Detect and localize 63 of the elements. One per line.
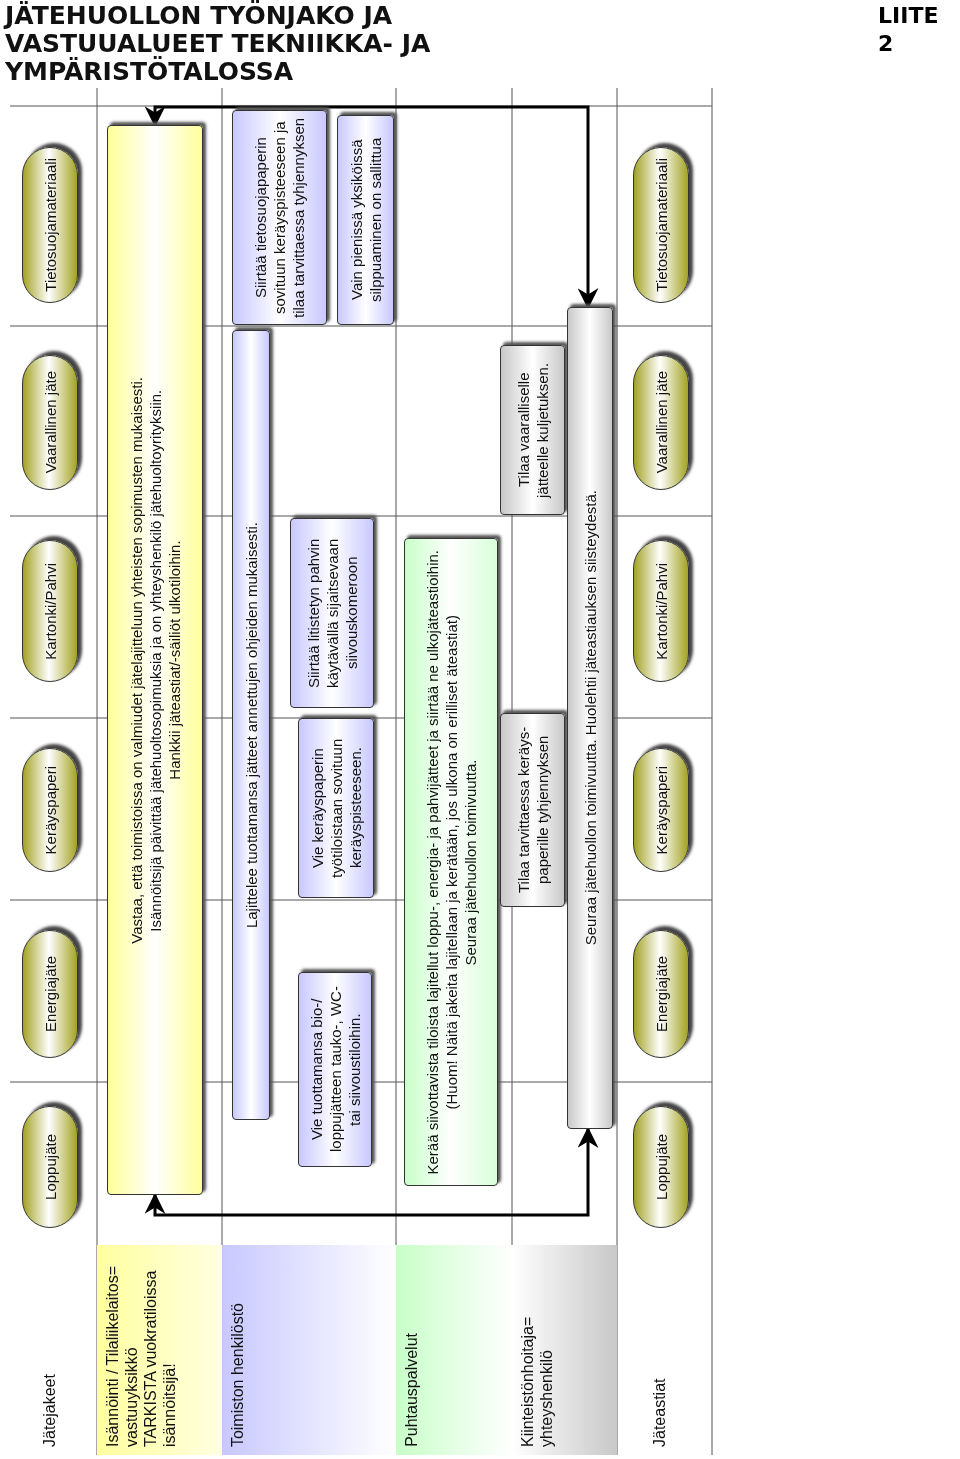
lane-header-text: Isännöinti / Tilaliikelaitos= vastuuyksikkö <box>103 1265 141 1447</box>
waste-type-pill <box>22 540 78 682</box>
lane-header-text: Toimiston henkilöstö <box>228 1302 247 1447</box>
lane-header <box>222 1245 396 1455</box>
process-text: Siirtää litistetyn pahvin käytävällä sijaitsevaan siivouskomeroon <box>303 537 361 690</box>
process-box <box>567 307 613 1129</box>
process-text: Kerää siivottavista tiloista lajitellut loppu-, energia- ja pahvijätteet ja siirtää ne ulkojäteastioihin. <box>422 549 442 1175</box>
waste-type-text: Vaarallinen jäte <box>651 371 671 474</box>
process-box <box>500 713 565 907</box>
process-text: Hankkii jäteastiat/-säiliöt ulkotiloihin. <box>164 539 184 782</box>
process-text: Tilaa tarvittaessa keräys- paperille tyhjennyksen <box>513 725 552 896</box>
title: JÄTEHUOLLON TYÖNJAKO JA VASTUUALUEET TEKNIIKKA- JA YMPÄRISTÖTALOSSA <box>5 2 432 86</box>
waste-type-pill <box>633 1106 689 1228</box>
lane-header-text: Jätejakeet <box>40 1373 59 1447</box>
waste-type-text: Loppujäte <box>40 1134 60 1200</box>
annex-label: LIITE 2 <box>878 2 940 58</box>
process-text: Vie tuottamansa bio-/ loppujätteen tauko-, WC- tai siivoustiloihin. <box>306 985 364 1155</box>
process-text: Seuraa jätehuollon toimivuutta. Huolehtii jäteastiauksen siisteydestä. <box>580 490 600 946</box>
process-box <box>298 718 374 898</box>
waste-type-pill <box>22 355 78 490</box>
waste-type-text: Vaarallinen jäte <box>40 371 60 474</box>
waste-type-text: Energiajäte <box>40 956 60 1032</box>
process-box <box>337 115 394 325</box>
process-box <box>232 110 327 325</box>
lane-header-text: TARKISTA vuokratiloissa isännöitsijä! <box>141 1269 179 1447</box>
waste-type-pill <box>22 748 78 872</box>
process-text: Seuraa jätehuollon toimivuutta. <box>460 758 480 967</box>
waste-type-pill <box>633 930 689 1058</box>
waste-type-pill <box>22 930 78 1058</box>
waste-type-text: Kartonki/Pahvi <box>40 562 60 660</box>
process-box <box>232 330 270 1120</box>
waste-type-pill <box>633 147 689 303</box>
waste-type-text: Loppujäte <box>651 1134 671 1200</box>
waste-type-text: Kartonki/Pahvi <box>651 562 671 660</box>
process-text: Vastaa, että toimistoissa on valmiudet jätelajitteluun yhteisten sopimusten mukaisesti. <box>126 376 146 944</box>
process-text: Siirtää tietosuojapaperin sovituun keräyspisteeseen ja tilaa tarvittaessa tyhjennyksen <box>251 117 308 318</box>
waste-type-pill <box>633 355 689 490</box>
process-text: Vie keräyspaperin työtiloistaan sovituun keräyspisteeseen. <box>307 737 365 880</box>
process-box <box>107 125 203 1195</box>
lane-header <box>396 1245 512 1455</box>
lane-header-text: Puhtauspalvelut <box>402 1333 421 1447</box>
waste-type-pill <box>22 1106 78 1228</box>
process-box <box>290 518 374 708</box>
lane-header <box>97 1245 222 1455</box>
waste-type-pill <box>22 147 78 303</box>
process-text: Tilaa vaaralliselle jätteelle kuljetuksen. <box>513 361 552 501</box>
waste-type-pill <box>633 540 689 682</box>
waste-type-text: Energiajäte <box>651 956 671 1032</box>
lane-header-text: Jäteastiat <box>650 1377 669 1447</box>
process-box <box>404 538 498 1186</box>
process-text: Lajittelee tuottamansa jätteet annettujen ohjeiden mukaisesti. <box>241 521 261 929</box>
waste-type-text: Keräyspaperi <box>40 765 60 855</box>
waste-type-text: Keräyspaperi <box>651 765 671 855</box>
process-box <box>298 972 372 1167</box>
waste-type-text: Tietosuojamateriaali <box>651 158 671 292</box>
process-text: Isännöitsijä päivittää jätehuoltosopimuksia ja on yhteyshenkilö jätehuoltoyrityksiin. <box>145 388 165 933</box>
process-text: Vain pienissä yksiköissä silppuaminen on sallittua <box>346 136 385 305</box>
lane-header-text: Kiinteistönhoitaja= yhteyshenkilö <box>518 1315 556 1447</box>
lane-header <box>512 1245 617 1455</box>
process-box <box>500 345 565 515</box>
waste-type-pill <box>633 748 689 872</box>
waste-type-text: Tietosuojamateriaali <box>40 158 60 292</box>
process-text: (Huom! Näitä jakeita lajitellaan ja kerätään, jos ulkona on erilliset äteastiat) <box>441 613 461 1112</box>
